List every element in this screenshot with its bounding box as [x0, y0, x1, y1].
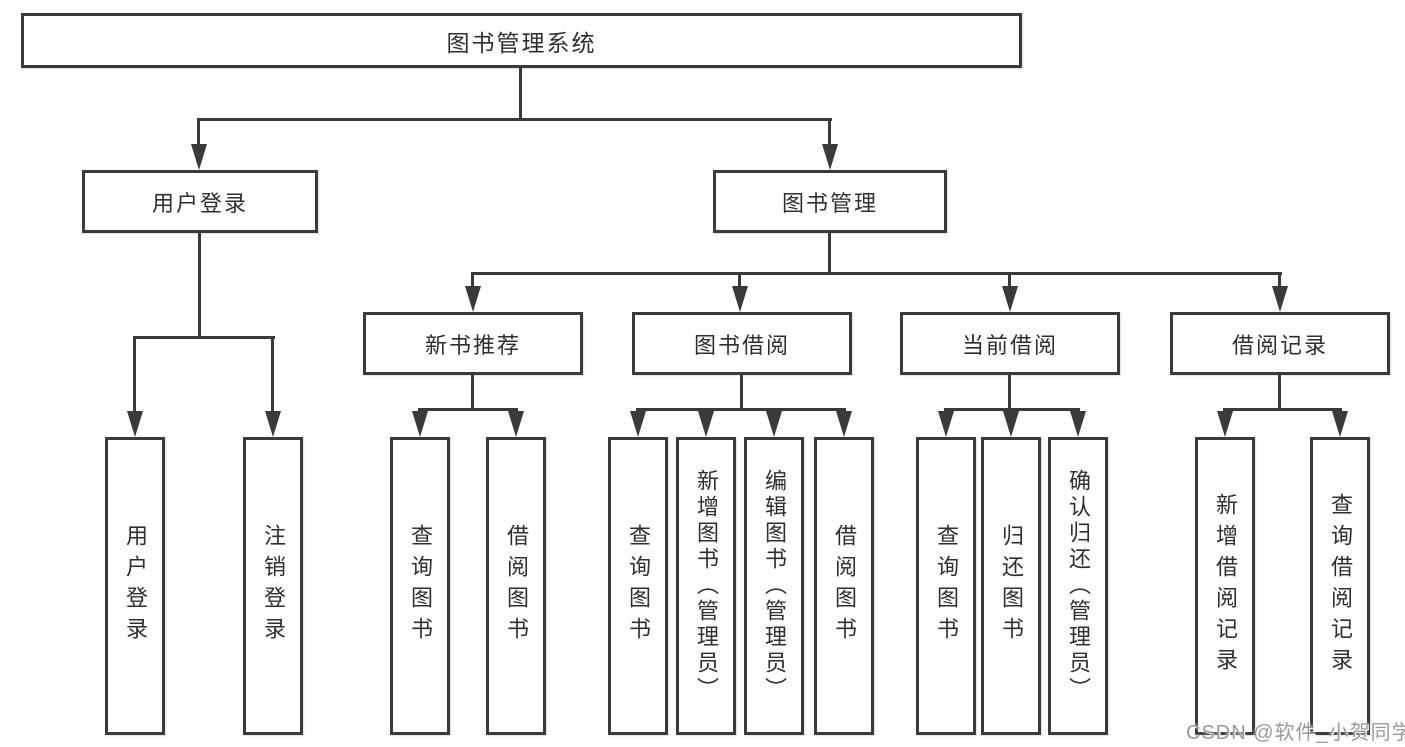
node-library-management-system: 图书管理系统 — [21, 13, 1022, 68]
connector — [471, 272, 474, 288]
leaf-query-books-borrowing: 查询图书 — [608, 437, 668, 735]
connector — [1008, 375, 1011, 411]
connector — [636, 408, 846, 411]
leaf-edit-books-admin: 编辑图书（管理员） — [744, 437, 804, 735]
leaf-query-borrow-record: 查询借阅记录 — [1310, 437, 1370, 735]
connector — [740, 375, 743, 411]
arrowhead — [1272, 286, 1288, 312]
arrowhead — [465, 286, 481, 312]
connector — [1008, 272, 1011, 288]
leaf-query-books-current: 查询图书 — [916, 437, 976, 735]
leaf-borrow-books-recommend: 借阅图书 — [486, 437, 546, 735]
arrowhead — [1332, 411, 1348, 437]
connector — [418, 408, 518, 411]
leaf-borrow-books: 借阅图书 — [814, 437, 874, 735]
arrowhead — [822, 144, 838, 170]
node-book-management: 图书管理 — [713, 170, 947, 233]
leaf-add-books-admin: 新增图书（管理员） — [676, 437, 736, 735]
connector — [738, 272, 741, 288]
leaf-return-books: 归还图书 — [981, 437, 1041, 735]
arrowhead — [265, 411, 281, 437]
arrowhead — [191, 144, 207, 170]
arrowhead — [127, 411, 143, 437]
connector — [1278, 375, 1281, 411]
connector — [471, 375, 474, 411]
arrowhead — [1217, 411, 1233, 437]
connector — [1223, 408, 1342, 411]
connector — [133, 336, 275, 339]
node-current-borrowing: 当前借阅 — [900, 312, 1120, 375]
leaf-logout: 注销登录 — [243, 437, 303, 735]
connector — [828, 118, 831, 146]
node-new-book-recommend: 新书推荐 — [363, 312, 583, 375]
connector — [944, 408, 1080, 411]
connector — [1278, 272, 1281, 288]
connector — [828, 233, 831, 274]
connector — [133, 336, 136, 414]
watermark: CSDN @软件_小贺同学 — [1186, 722, 1405, 744]
arrowhead — [1070, 411, 1086, 437]
leaf-user-login: 用户登录 — [105, 437, 165, 735]
arrowhead — [766, 411, 782, 437]
arrowhead — [630, 411, 646, 437]
arrowhead — [938, 411, 954, 437]
node-book-borrowing: 图书借阅 — [632, 312, 852, 375]
arrowhead — [836, 411, 852, 437]
connector — [197, 118, 200, 146]
node-user-login: 用户登录 — [82, 170, 318, 233]
connector — [197, 118, 832, 121]
arrowhead — [698, 411, 714, 437]
connector — [271, 336, 274, 414]
arrowhead — [508, 411, 524, 437]
arrowhead — [732, 286, 748, 312]
arrowhead — [412, 411, 428, 437]
arrowhead — [1002, 286, 1018, 312]
leaf-confirm-return-admin: 确认归还（管理员） — [1048, 437, 1108, 735]
node-borrowing-records: 借阅记录 — [1170, 312, 1390, 375]
leaf-add-borrow-record: 新增借阅记录 — [1195, 437, 1255, 735]
connector — [519, 68, 522, 118]
arrowhead — [1003, 411, 1019, 437]
leaf-query-books-recommend: 查询图书 — [390, 437, 450, 735]
connector — [198, 233, 201, 338]
connector — [471, 272, 1282, 275]
